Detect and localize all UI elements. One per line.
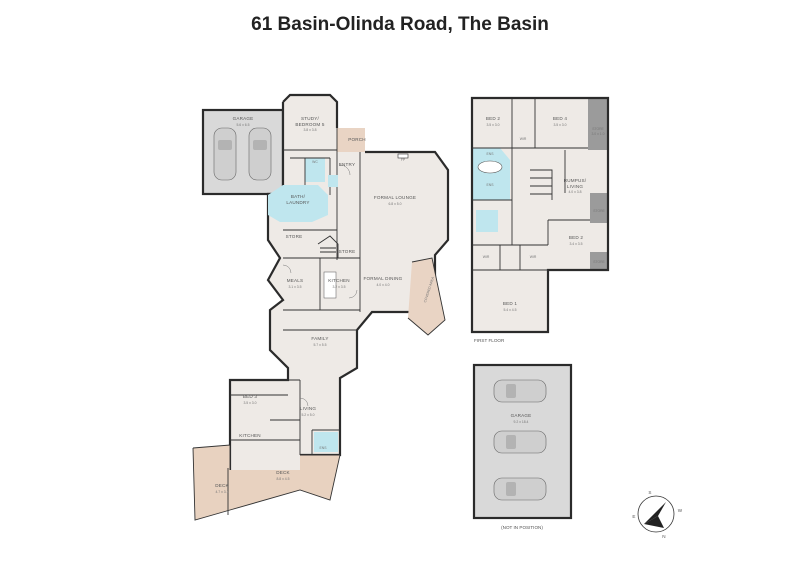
living-label: LIVING xyxy=(300,406,316,411)
wir-label: WIR xyxy=(520,137,527,141)
not-in-position-note: (NOT IN POSITION) xyxy=(501,525,543,530)
garage-dims: 5.6 x 6.5 xyxy=(236,123,249,127)
family-dims: 5.7 x 5.5 xyxy=(313,343,326,347)
covered-area-outline xyxy=(407,257,446,336)
study-dims: 3.8 x 3.8 xyxy=(303,128,316,132)
porch-label: PORCH xyxy=(348,137,366,142)
bathtub-icon xyxy=(477,160,503,174)
formal-lounge-dims: 6.8 x 5.0 xyxy=(388,202,401,206)
wir3-label: WIR xyxy=(530,255,537,259)
outbuilding: GARAGE 9.2 x 18.4 (NOT IN POSITION) xyxy=(472,363,573,530)
wir2-label: WIR xyxy=(483,255,490,259)
bed4-dims: 3.5 x 3.0 xyxy=(553,123,566,127)
ens2-first-area xyxy=(476,210,498,232)
formal-dining-label: FORMAL DINING xyxy=(364,276,403,281)
store-b-label: STORE xyxy=(593,209,605,213)
first-stair-icon xyxy=(530,169,553,200)
deck2-dims: 4.7 x 3.1 xyxy=(215,490,228,494)
compass-ring xyxy=(637,495,675,533)
entry-label: ENTRY xyxy=(339,162,356,167)
bath-laundry-label-2: LAUNDRY xyxy=(286,200,309,205)
compass-arrow-tail-icon xyxy=(644,516,664,528)
living-dims: 5.2 x 5.0 xyxy=(301,413,314,417)
kitchen-main-dims: 3.2 x 3.5 xyxy=(332,285,345,289)
store-a-label: STORE xyxy=(592,127,604,131)
kitchen-main-label: KITCHEN xyxy=(328,278,350,283)
bed2b-label: BED 2 xyxy=(569,235,584,240)
store-a-block xyxy=(588,98,608,150)
rumpus-label: RUMPUS/ xyxy=(564,178,587,183)
rumpus-dims: 4.0 x 3.8 xyxy=(568,190,581,194)
wc-label: WC xyxy=(312,160,318,164)
porch-area xyxy=(337,128,365,152)
first-interior-walls xyxy=(472,98,590,271)
first-floor-label: FIRST FLOOR xyxy=(474,338,505,343)
rumpus-label-2: LIVING xyxy=(567,184,583,189)
ens-small-area xyxy=(328,175,338,187)
bath-laundry-label: BATH/ xyxy=(291,194,306,199)
bed3-dims: 3.5 x 3.0 xyxy=(243,401,256,405)
ens-first-area xyxy=(472,148,510,200)
fireplace-icon xyxy=(397,153,409,159)
formal-dining-dims: 4.0 x 4.0 xyxy=(376,283,389,287)
compass: S W E N xyxy=(632,490,682,539)
kitchen-island xyxy=(323,271,337,299)
page-title: 61 Basin-Olinda Road, The Basin xyxy=(251,14,549,35)
bed1-dims: 5.4 x 4.5 xyxy=(503,308,516,312)
ens-ground-area xyxy=(314,432,338,452)
store-label-2: STORE xyxy=(339,249,356,254)
deck-label: DECK xyxy=(276,470,290,475)
compass-w: W xyxy=(678,508,683,513)
garage-car-icons xyxy=(213,127,272,181)
formal-lounge-label: FORMAL LOUNGE xyxy=(374,195,416,200)
compass-e: E xyxy=(632,514,635,519)
ground-floor: GARAGE 5.6 x 6.5 STUDY/ BEDROOM 5 3.8 x … xyxy=(192,93,450,521)
bed4-label: BED 4 xyxy=(553,116,568,121)
compass-s: S xyxy=(648,490,651,495)
kitchen2-label: KITCHEN xyxy=(239,433,261,438)
store-label-1: STORE xyxy=(286,234,303,239)
meals-label: MEALS xyxy=(287,278,304,283)
study-label-2: BEDROOM 5 xyxy=(295,122,325,127)
stair-icon xyxy=(317,235,339,258)
ens-label: ENS xyxy=(487,152,495,156)
outbuilding-dims: 9.2 x 18.4 xyxy=(514,420,529,424)
fp-label: FP xyxy=(401,158,406,162)
compass-arrow-icon xyxy=(644,502,666,524)
outbuilding-car-icons xyxy=(493,379,547,501)
bed1-label: BED 1 xyxy=(503,301,518,306)
compass-n: N xyxy=(662,534,666,539)
ens-ground-label: ENS xyxy=(320,446,328,450)
ens2-label: ENS xyxy=(487,183,495,187)
family-label: FAMILY xyxy=(311,336,328,341)
store-b-block xyxy=(590,193,608,223)
store-a-dims: 3.0 x 1.0 xyxy=(591,132,604,136)
meals-dims: 3.1 x 3.5 xyxy=(288,285,301,289)
deck2-label: DECK xyxy=(215,483,229,488)
study-label: STUDY/ xyxy=(301,116,320,121)
ground-interior-walls xyxy=(230,128,361,455)
outbuilding-label: GARAGE xyxy=(511,413,532,418)
bed2-dims: 3.5 x 3.0 xyxy=(486,123,499,127)
garage-label: GARAGE xyxy=(233,116,254,121)
bed2-label: BED 2 xyxy=(486,116,501,121)
deck-outline xyxy=(192,444,341,521)
wc-area xyxy=(305,158,325,182)
bed3-label: BED 3 xyxy=(243,394,258,399)
outbuilding-walls xyxy=(472,363,573,520)
bath-laundry-area xyxy=(268,185,328,222)
door-swings xyxy=(282,164,358,407)
bed2b-dims: 3.4 x 3.5 xyxy=(569,242,582,246)
store-c-block xyxy=(590,252,608,270)
first-floor: BED 2 3.5 x 3.0 BED 4 3.5 x 3.0 STORE 3.… xyxy=(470,96,610,343)
store-c-label: STORE xyxy=(593,260,605,264)
deck-dims: 8.8 x 4.5 xyxy=(276,477,289,481)
